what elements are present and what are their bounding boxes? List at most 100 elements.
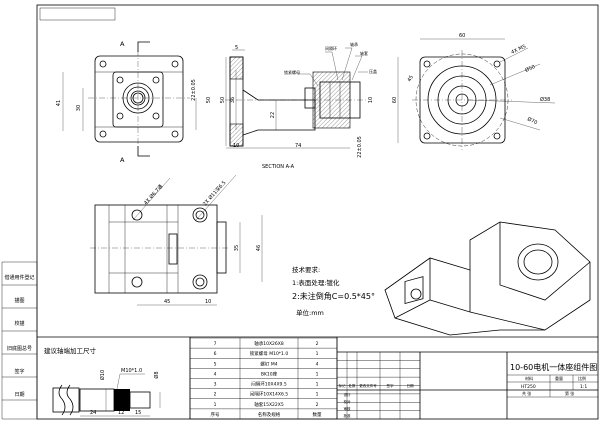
role-label: 校对	[344, 399, 352, 404]
role-label: 设计	[344, 392, 352, 397]
thread-label: M10*1.0	[121, 368, 142, 374]
cell-no: 6	[214, 351, 217, 357]
dimension: 15	[135, 410, 141, 416]
dimension: 22	[270, 112, 276, 118]
header-cell: 名称及规格	[258, 411, 281, 418]
bottom-view: 35 46 45 10 4X Ø6.7通 2X Ø11深6.5	[90, 174, 263, 306]
tech-item: 1:表面处理:镀化	[292, 278, 340, 287]
dimension: 30	[76, 105, 82, 111]
material-value: HT250	[521, 384, 536, 390]
cell-no: 5	[214, 361, 217, 367]
dimension: Ø38	[540, 96, 550, 103]
scale-value: 1:1	[580, 384, 587, 390]
dimension: 10	[205, 299, 211, 305]
cell-no: 4	[214, 371, 217, 377]
callout: 间隔环	[325, 45, 337, 51]
callout: 轴套	[360, 50, 368, 56]
section-mark: A	[120, 156, 125, 164]
strip-label: 旧底图总号	[7, 345, 32, 352]
dimension: 36	[230, 97, 236, 103]
cell-qty: 1	[316, 351, 319, 357]
cell-qty: 2	[316, 341, 319, 347]
strip-label: 日期	[14, 392, 24, 398]
dimension: 4X Ø6.7通	[142, 183, 164, 206]
shaft-note: 建议轴端加工尺寸 24 12 15 Ø10 Ø8 M10*1.0	[44, 346, 161, 417]
dimension: 46	[256, 245, 262, 251]
label-sheet-no: 第 张	[565, 390, 574, 396]
dimension: 60	[459, 33, 465, 39]
cell-qty: 4	[316, 361, 319, 367]
dimension: 45	[164, 299, 170, 305]
dimension: 5	[235, 45, 238, 51]
label-material: 材料	[525, 375, 533, 381]
header-cell: 序号	[211, 411, 220, 418]
side-view: 60 60 45 4X M5 Ø50 Ø38 Ø70	[392, 33, 556, 150]
dimension: Ø8	[153, 371, 160, 378]
table-row: 4 BK10座 1	[190, 370, 337, 379]
isometric-view	[384, 221, 591, 336]
unit-note: 单位:mm	[296, 308, 324, 317]
cell-qty: 1	[316, 371, 319, 377]
cell-name: 间隔环10X14X6.5	[250, 391, 288, 398]
section-title: SECTION A-A	[262, 164, 295, 170]
callout: 压盖	[369, 68, 377, 74]
dimension: 4X M5	[510, 44, 527, 56]
dimension: 45	[407, 74, 415, 83]
side-strip: 借通用件登记 描图 校描 旧底图总号 签字 日期	[1, 261, 38, 420]
label-sheets-total: 共 张	[522, 390, 531, 396]
table-row: 2 间隔环10X14X6.5 1	[190, 391, 337, 399]
strip-label: 校描	[14, 320, 24, 327]
rev-header: 日期	[407, 383, 415, 388]
tech-requirements: 技术要求: 1:表面处理:镀化 2:未注倒角C=0.5*45° 单位:mm	[292, 265, 375, 317]
cell-no: 3	[214, 382, 217, 388]
shaft-note-title: 建议轴端加工尺寸	[44, 346, 97, 355]
dimension: 22±0.05	[191, 79, 197, 101]
dimension: 74	[295, 143, 301, 149]
table-row: 7 轴承10X26X8 2	[190, 340, 337, 349]
dimension: 10	[368, 97, 374, 103]
rev-header: 标记	[339, 383, 347, 388]
dimension: Ø70	[526, 115, 538, 126]
rev-header: 更改文件号	[359, 383, 377, 388]
dimension: 12	[118, 410, 124, 416]
dimension: 2X Ø11深6.5	[201, 179, 227, 207]
cell-no: 1	[214, 402, 217, 408]
callout: 轴承	[350, 41, 358, 47]
table-row: 3 间隔环10X4X9.5 1	[190, 381, 337, 389]
cell-qty: 1	[316, 382, 319, 388]
strip-label: 借通用件登记	[4, 274, 34, 281]
cell-no: 2	[214, 392, 217, 398]
dimension: 50	[220, 97, 226, 103]
cell-name: 轴套15X22X5	[254, 401, 284, 408]
dimension: Ø50	[524, 63, 536, 74]
role-label: 批准	[344, 413, 352, 418]
header-cell: 数量	[313, 411, 322, 418]
tech-heading: 技术要求:	[292, 265, 320, 274]
section-view: 5 50 36 22 74 10 22±0.05 10 SECTION A-A …	[220, 41, 377, 170]
dimension: 24	[90, 410, 96, 416]
cell-no: 7	[214, 341, 217, 347]
strip-label: 描图	[14, 297, 24, 304]
rev-header: 签字	[387, 383, 395, 388]
dimension: 35	[234, 245, 240, 251]
role-label: 审核	[344, 406, 352, 411]
cell-qty: 1	[316, 392, 319, 398]
cell-name: 轴承10X26X8	[254, 340, 284, 347]
rev-header: 处数	[349, 383, 357, 388]
dimension: Ø10	[99, 370, 106, 380]
drawing-title: 10-60电机一体座组件图	[510, 362, 597, 372]
cell-name: 螺钉 M4	[260, 360, 277, 367]
dimension: 41	[56, 100, 62, 106]
cell-name: 间隔环10X4X9.5	[251, 381, 287, 388]
strip-label: 签字	[14, 368, 24, 375]
label-weight: 重量	[555, 375, 563, 381]
dimension: 60	[392, 97, 398, 103]
dimension: 10	[233, 143, 239, 149]
dimension: 50	[206, 97, 212, 103]
front-view: A A 41 30 22±0.05 50	[56, 40, 212, 164]
cell-name: BK10座	[261, 370, 278, 377]
